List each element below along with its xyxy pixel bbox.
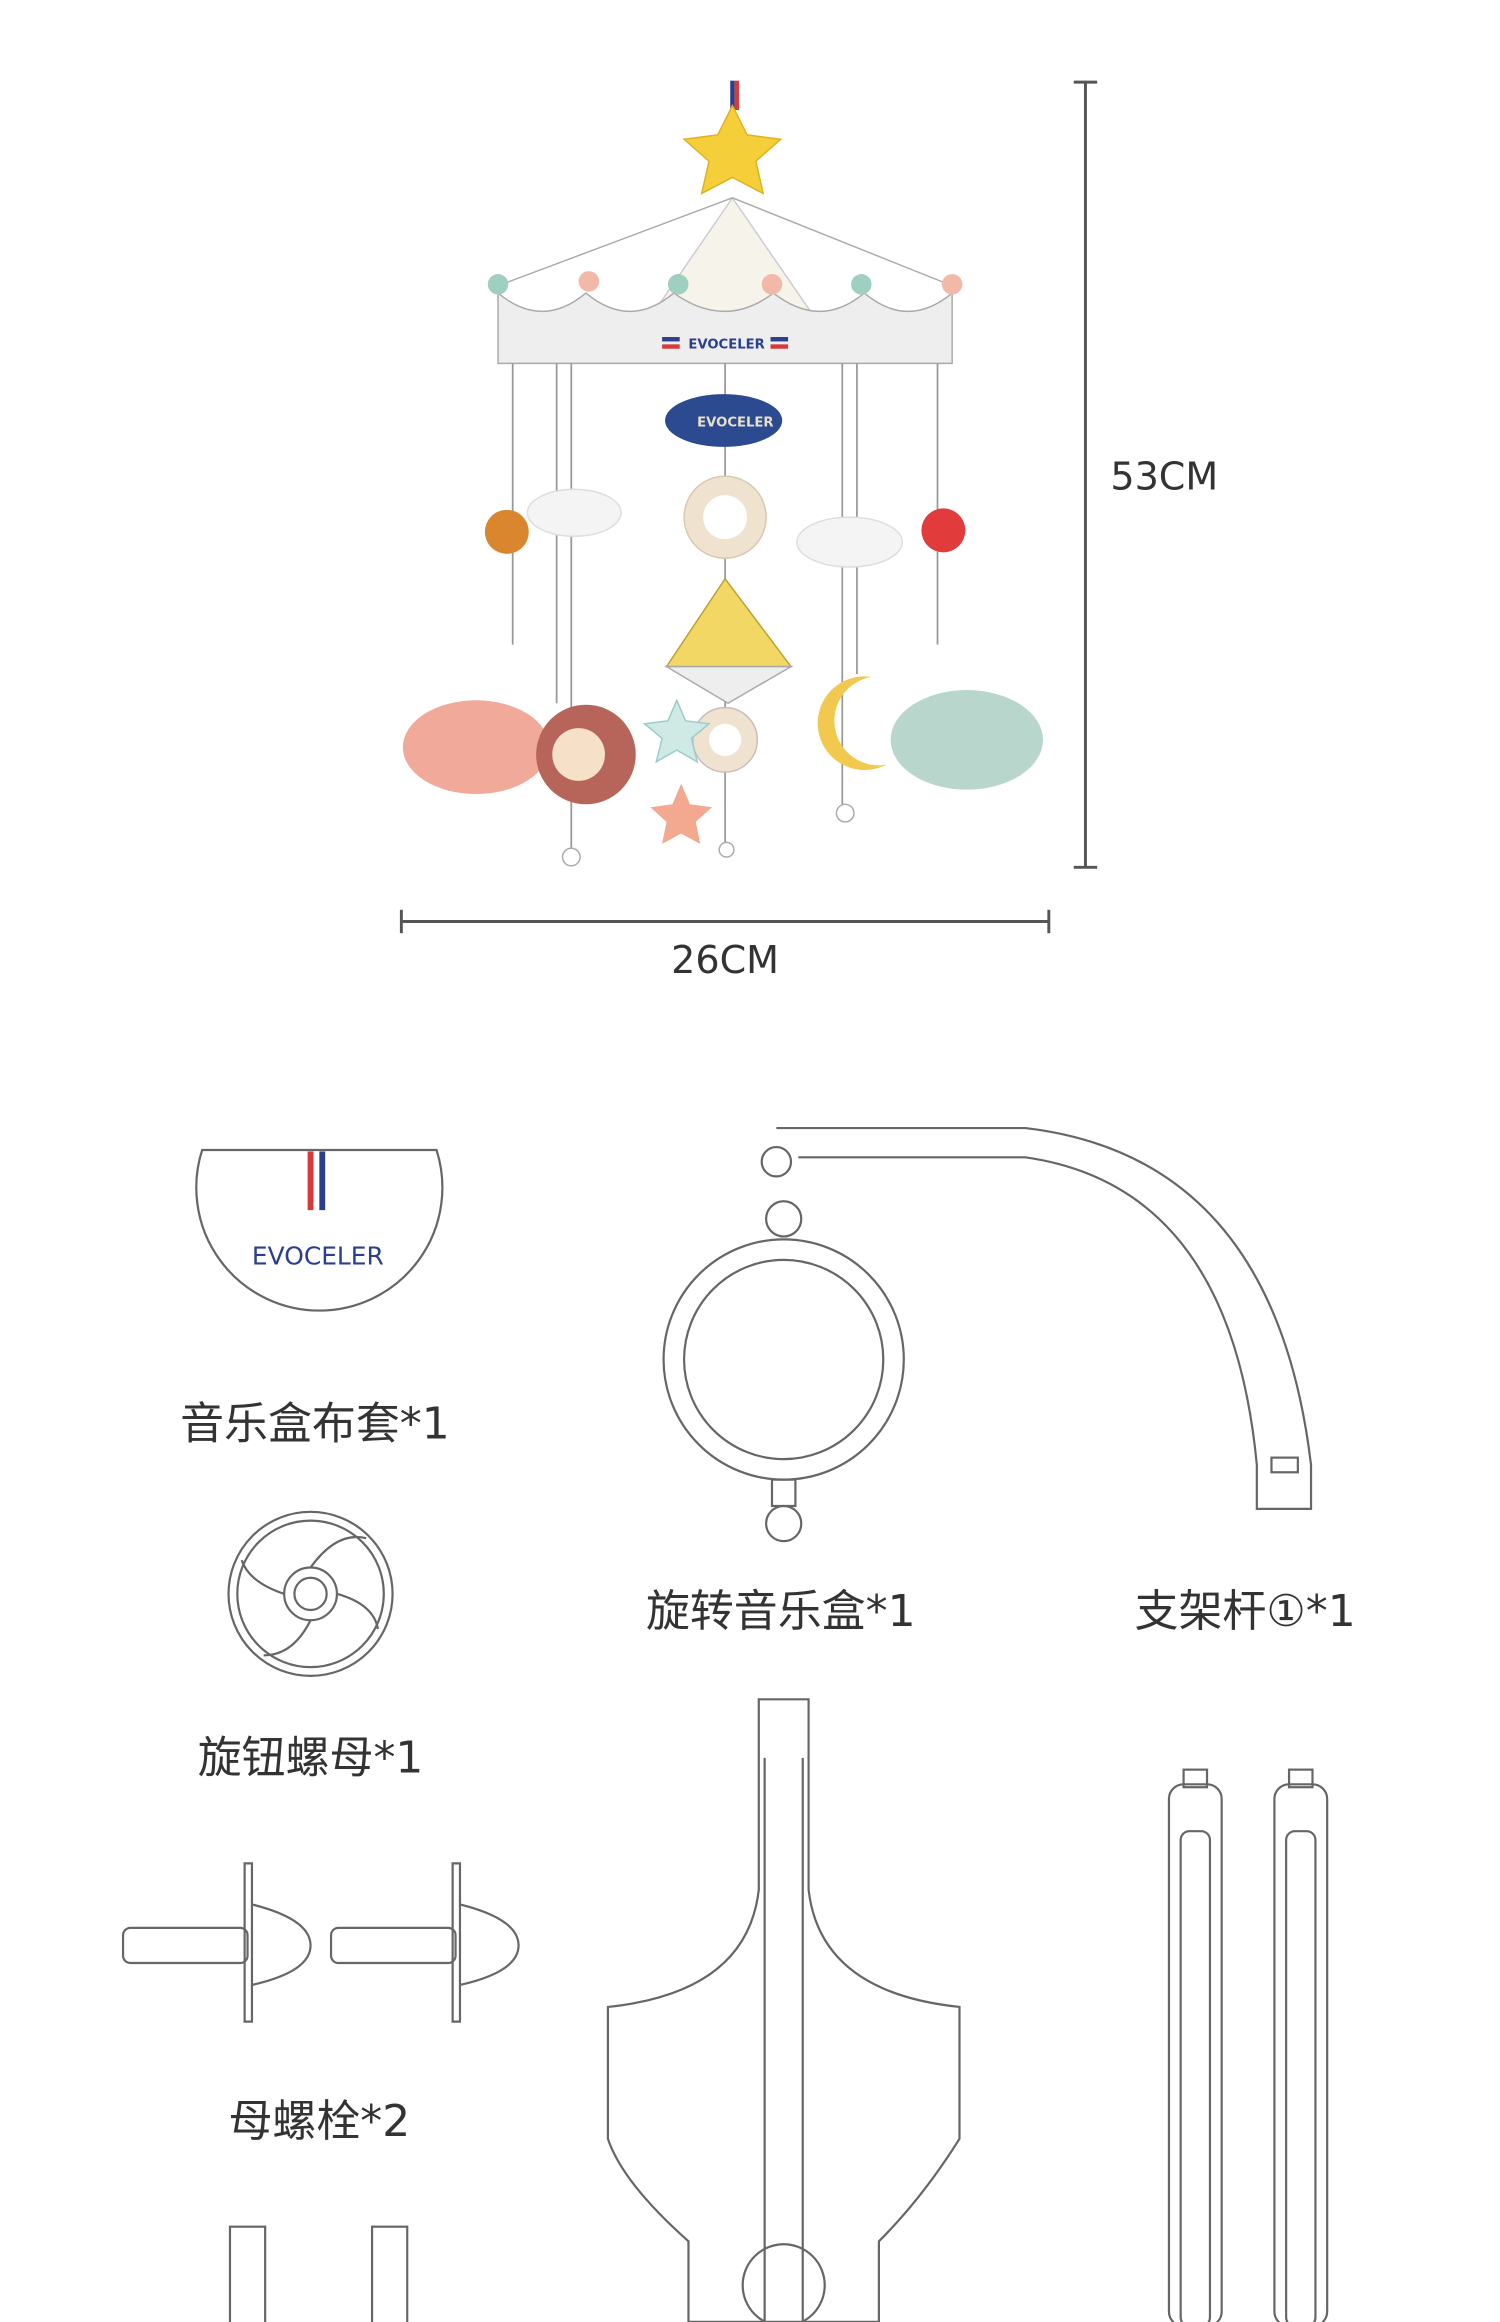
star-icon (682, 103, 783, 195)
part-music-box: 旋转音乐盒*1 (646, 1200, 916, 1637)
part-label-cover: 音乐盒布套*1 (180, 1399, 450, 1450)
part-cover: EVOCELER 音乐盒布套*1 (180, 1148, 450, 1450)
part-label-music-box: 旋转音乐盒*1 (646, 1586, 916, 1637)
height-label: 53CM (1110, 454, 1218, 498)
crib-mobile-illustration: EVOCELER EVOCELER (402, 80, 1043, 867)
part-clamp (606, 1698, 961, 2322)
cover-brand-text: EVOCELER (252, 1241, 384, 1270)
brand-banner-text: EVOCELER (688, 338, 764, 353)
part-poles (1167, 1768, 1329, 2322)
brand-badge-text: EVOCELER (697, 415, 773, 430)
height-dimension: 53CM (1073, 80, 1218, 869)
width-dimension: 26CM (399, 909, 1051, 982)
width-label: 26CM (671, 938, 779, 982)
part-knob: 旋钮螺母*1 (198, 1510, 424, 1784)
part-arm: 支架杆①*1 (760, 1126, 1356, 1637)
part-label-knob: 旋钮螺母*1 (198, 1733, 424, 1784)
part-label-bolts: 母螺栓*2 (228, 2096, 410, 2147)
part-bolts: 母螺栓*2 (121, 1862, 520, 2322)
part-label-arm: 支架杆①*1 (1135, 1586, 1356, 1637)
